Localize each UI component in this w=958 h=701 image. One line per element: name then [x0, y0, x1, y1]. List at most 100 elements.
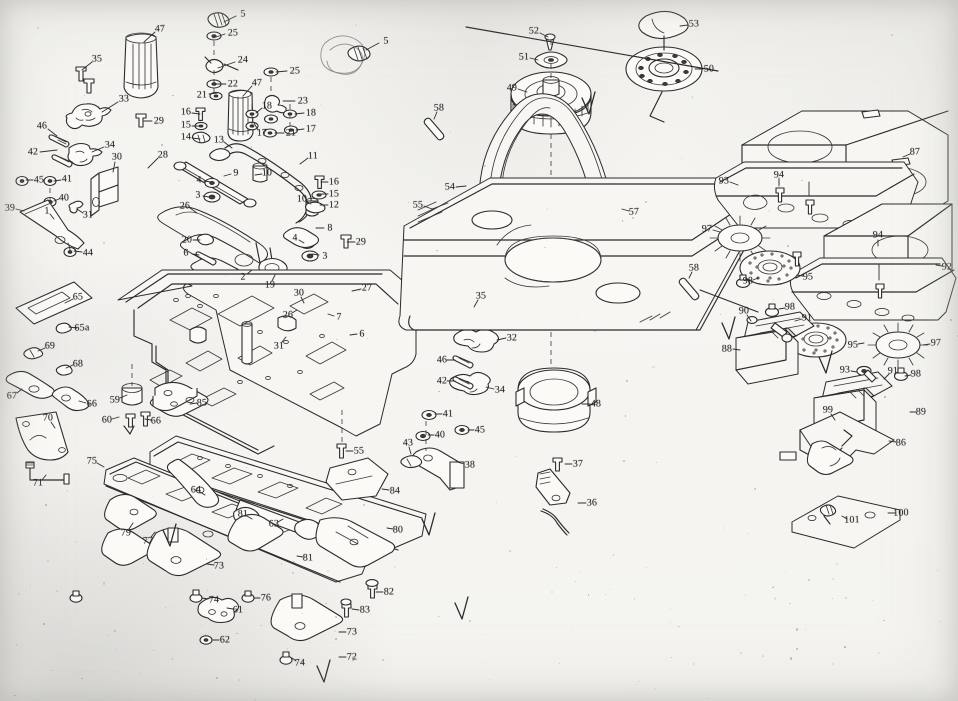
scan-speck [204, 634, 206, 636]
callout-7: 7 [336, 311, 342, 323]
part-66-lever [51, 386, 90, 412]
callout-15b: 15 [328, 188, 340, 200]
group-right-tanks [709, 109, 957, 549]
scan-speck [550, 590, 553, 593]
part-76-nut-b [69, 590, 83, 603]
callout-67: 67 [6, 390, 18, 402]
scan-speck [75, 541, 78, 543]
part-93-rail-upper [713, 161, 919, 229]
scan-speck [544, 246, 546, 249]
checkmark-3 [316, 659, 331, 683]
scan-speck [708, 697, 710, 699]
leader-26 [189, 207, 198, 214]
part-92-rail-lower [789, 257, 957, 322]
scan-speck [407, 201, 409, 204]
callout-17: 17 [305, 123, 317, 135]
callout-6: 6 [183, 247, 189, 259]
scan-speck [139, 673, 141, 675]
scan-speck [689, 647, 691, 649]
part-45b-nut [454, 424, 470, 436]
part-36-lever [535, 468, 571, 536]
part-50-flywheel [625, 35, 703, 92]
leader-71 [41, 474, 47, 481]
callout-47: 47 [154, 23, 166, 35]
callout-97: 97 [701, 223, 713, 235]
callout-57: 57 [628, 206, 640, 218]
leader-43 [408, 446, 412, 455]
part-69-clip [23, 347, 44, 360]
scan-speck [289, 340, 291, 342]
callout-34: 34 [104, 139, 116, 151]
callout-68: 68 [72, 358, 84, 370]
part-58-pin-a [423, 117, 445, 141]
scan-speck [910, 592, 912, 594]
leader-80 [386, 527, 394, 530]
callout-66b: 66 [150, 415, 162, 427]
scan-speck [796, 647, 799, 650]
callout-76: 76 [260, 592, 272, 604]
callout-65: 65 [72, 291, 84, 303]
scan-speck [332, 641, 335, 644]
part-82-screw [365, 579, 379, 599]
scan-speck [574, 581, 576, 583]
leader-93b [850, 370, 858, 373]
callout-73b: 73 [346, 626, 358, 638]
callout-77: 77 [142, 535, 154, 547]
callout-50: 50 [703, 63, 715, 75]
callout-26b: 26 [282, 309, 294, 321]
leader-9 [223, 173, 232, 177]
scan-speck [200, 624, 202, 626]
leader-85 [189, 402, 198, 405]
part-6-pin-a [195, 251, 217, 266]
leader-91 [794, 318, 803, 322]
callout-30: 30 [111, 151, 123, 163]
part-98-nut-a [735, 274, 751, 288]
leader-10b [305, 200, 312, 205]
part-79-bracket [104, 493, 157, 531]
scan-speck [55, 589, 58, 592]
part-80-rail-end [315, 517, 396, 568]
leader-91b [883, 373, 890, 380]
part-3-washer-b [301, 250, 319, 262]
scan-speck [832, 577, 835, 580]
scan-speck [807, 579, 810, 581]
part-99-bracket [779, 411, 895, 476]
leader-6 [191, 253, 200, 256]
scan-speck [206, 589, 209, 591]
callout-23: 23 [297, 95, 309, 107]
scan-speck [449, 130, 451, 132]
callout-44: 44 [82, 247, 94, 259]
callout-5: 5 [240, 8, 246, 20]
callout-39: 39 [4, 202, 16, 214]
scan-speck [116, 648, 118, 650]
callout-46: 46 [36, 120, 48, 132]
callout-22: 22 [227, 78, 239, 90]
scan-speck [626, 380, 629, 383]
scan-speck [394, 565, 396, 568]
callout-81b: 81 [302, 552, 314, 564]
scan-speck [844, 646, 846, 648]
scan-speck [599, 158, 601, 160]
callout-leaders [15, 15, 943, 662]
part-29b-screw [340, 234, 352, 249]
part-97-star-washer-b [867, 322, 929, 369]
scan-speck [762, 654, 765, 657]
callout-88: 88 [721, 343, 733, 355]
part-55-screw [336, 443, 347, 459]
scan-speck [302, 613, 304, 615]
leader-30b [300, 296, 305, 304]
group-left-small-parts [5, 281, 209, 485]
callout-98: 98 [742, 275, 754, 287]
callout-94b: 94 [872, 229, 884, 241]
part-100-bar [791, 495, 901, 549]
scan-speck [956, 334, 958, 337]
part-54-base-plate [398, 177, 781, 331]
callout-74b: 74 [294, 657, 306, 669]
scan-speck [89, 656, 91, 658]
part-70-plate [15, 411, 69, 461]
scan-speck [747, 532, 749, 534]
leader-38 [456, 461, 465, 465]
leader-31b [281, 336, 287, 343]
callout-93: 93 [718, 175, 730, 187]
leader-63 [277, 518, 284, 523]
